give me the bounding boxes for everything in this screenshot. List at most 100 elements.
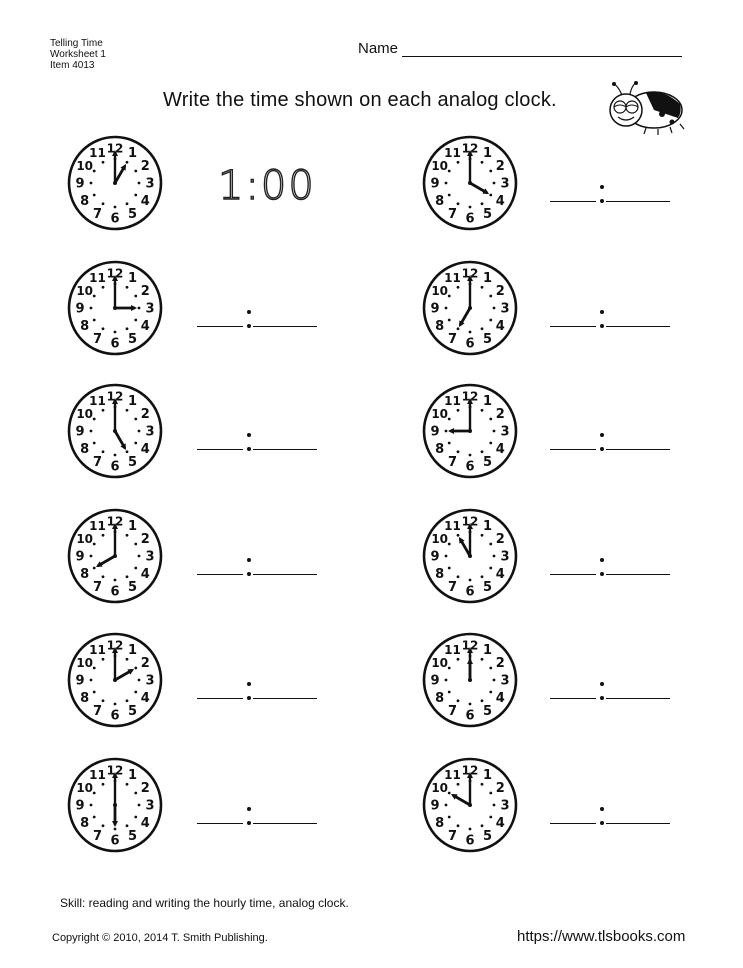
clock-number: 12	[462, 142, 479, 156]
clock-number: 5	[483, 332, 492, 347]
minute-blank[interactable]	[606, 574, 670, 575]
hour-blank[interactable]	[550, 698, 596, 699]
name-blank-line[interactable]	[402, 42, 683, 57]
clock-number: 9	[430, 799, 439, 814]
example-answer: 1:00	[217, 162, 316, 209]
minute-blank[interactable]	[253, 449, 317, 450]
clock-number: 12	[107, 639, 124, 653]
clock-tick	[480, 699, 484, 703]
hour-blank[interactable]	[550, 823, 596, 824]
hour-blank[interactable]	[550, 449, 596, 450]
hour-hand	[452, 794, 472, 807]
skill-note: Skill: reading and writing the hourly ti…	[60, 896, 349, 910]
hour-hand	[459, 306, 472, 326]
colon-dot	[247, 310, 251, 314]
time-answer-blank[interactable]	[550, 304, 670, 334]
clock-number: 12	[462, 267, 479, 281]
clock-tick	[113, 702, 117, 706]
minute-blank[interactable]	[606, 823, 670, 824]
hour-blank[interactable]	[197, 449, 243, 450]
clock-number: 5	[128, 829, 137, 844]
clock-hub	[113, 306, 117, 310]
time-answer-blank[interactable]	[197, 801, 317, 831]
clock-tick	[489, 417, 493, 421]
clock-number: 5	[128, 704, 137, 719]
clock-tick	[89, 803, 93, 807]
clock-number: 6	[110, 834, 119, 849]
minute-blank[interactable]	[606, 449, 670, 450]
time-answer-blank[interactable]	[550, 676, 670, 706]
hour-blank[interactable]	[197, 326, 243, 327]
clock-number: 1	[128, 519, 137, 534]
clock-tick	[468, 330, 472, 334]
clock-tick	[92, 318, 96, 322]
clock-number: 9	[75, 550, 84, 565]
clock-tick	[480, 824, 484, 828]
clock-number: 1	[128, 146, 137, 161]
clock-number: 3	[145, 177, 154, 192]
minute-blank[interactable]	[253, 326, 317, 327]
time-answer-blank[interactable]	[550, 552, 670, 582]
hour-blank[interactable]	[550, 574, 596, 575]
hour-hand-tip	[120, 443, 126, 451]
clock-number: 11	[444, 768, 461, 782]
minute-blank[interactable]	[253, 698, 317, 699]
clock-tick	[134, 666, 138, 670]
clock-number: 8	[80, 442, 89, 457]
clock-number: 6	[110, 212, 119, 227]
minute-blank[interactable]	[606, 201, 670, 202]
clock-number: 8	[435, 691, 444, 706]
clock-tick	[480, 202, 484, 206]
time-answer-blank[interactable]	[550, 427, 670, 457]
time-answer-blank[interactable]	[197, 427, 317, 457]
minute-hand-tip	[112, 150, 118, 156]
clock-number: 3	[500, 425, 509, 440]
hour-blank[interactable]	[550, 201, 596, 202]
publisher-url[interactable]: https://www.tlsbooks.com	[517, 928, 686, 945]
clock-number: 1	[128, 394, 137, 409]
clock-number: 2	[496, 407, 505, 422]
hour-blank[interactable]	[197, 823, 243, 824]
clock-number: 12	[107, 390, 124, 404]
clock-tick	[468, 453, 472, 457]
clock-number: 10	[431, 532, 448, 546]
minute-blank[interactable]	[606, 698, 670, 699]
minute-hand-tip	[467, 150, 473, 156]
clock-number: 10	[431, 159, 448, 173]
clock-tick	[444, 429, 448, 433]
minute-blank[interactable]	[253, 574, 317, 575]
time-answer-blank[interactable]	[197, 676, 317, 706]
minute-blank[interactable]	[253, 823, 317, 824]
clock-tick	[134, 791, 138, 795]
clock-number: 9	[430, 550, 439, 565]
clock-tick	[101, 699, 105, 703]
clock-number: 4	[496, 691, 505, 706]
minute-hand-tip	[467, 772, 473, 778]
time-answer-blank[interactable]	[197, 552, 317, 582]
clock-number: 10	[76, 159, 93, 173]
clock-tick	[137, 429, 141, 433]
clock-tick	[89, 554, 93, 558]
clock-number: 9	[75, 302, 84, 317]
colon-dot	[600, 324, 604, 328]
clock-tick	[125, 285, 129, 289]
hour-hand	[113, 165, 126, 185]
clock-tick	[89, 429, 93, 433]
hour-blank[interactable]	[550, 326, 596, 327]
hour-blank[interactable]	[197, 574, 243, 575]
time-answer-blank[interactable]	[550, 801, 670, 831]
minute-hand-tip	[467, 398, 473, 404]
clock-number: 2	[141, 284, 150, 299]
clock-number: 3	[145, 799, 154, 814]
time-answer-blank[interactable]	[550, 179, 670, 209]
clock-tick	[137, 678, 141, 682]
clock-number: 11	[444, 146, 461, 160]
clock-number: 12	[107, 764, 124, 778]
hour-blank[interactable]	[197, 698, 243, 699]
clock-tick	[489, 193, 493, 197]
time-answer-blank[interactable]	[197, 304, 317, 334]
minute-blank[interactable]	[606, 326, 670, 327]
clock-tick	[447, 815, 451, 819]
